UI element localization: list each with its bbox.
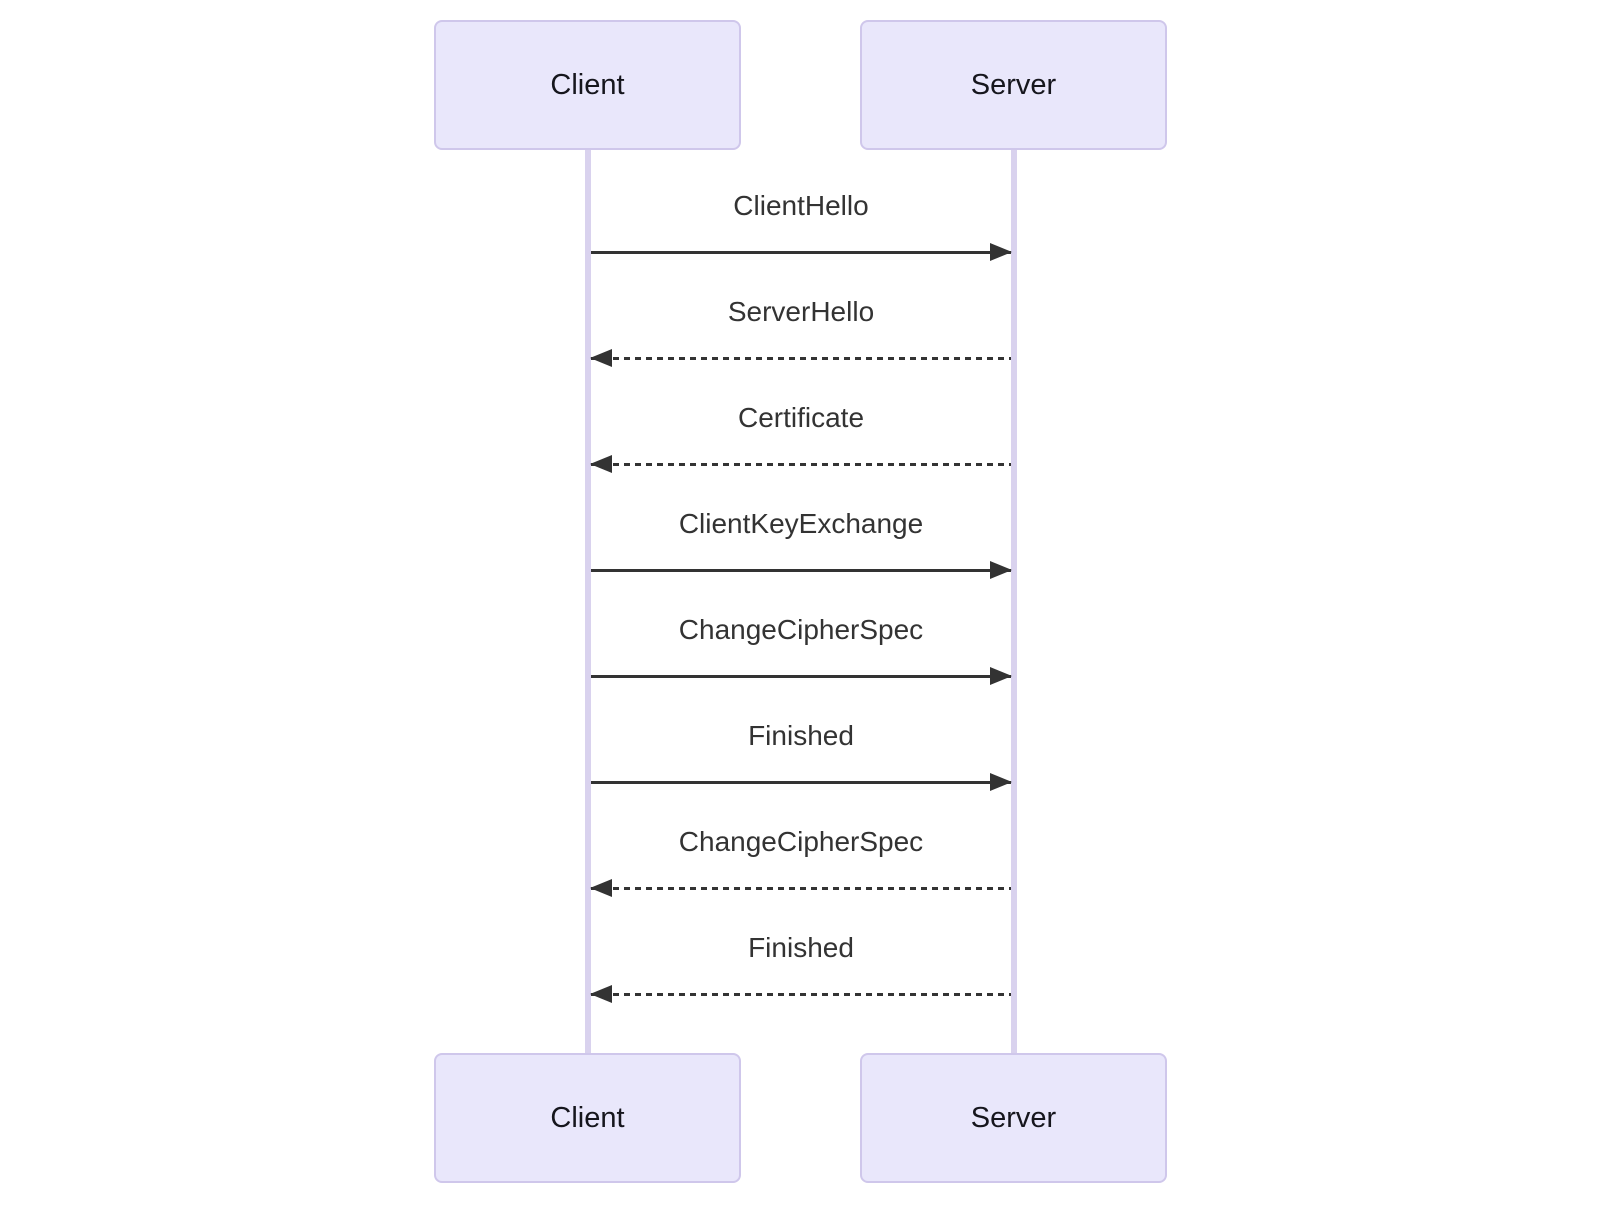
lifeline-client (585, 150, 591, 1053)
message-arrow-line (591, 463, 1011, 466)
actor-box-server-top: Server (860, 20, 1167, 150)
message-arrow-line (591, 675, 1011, 678)
message-clientkeyexchange: ClientKeyExchange (588, 504, 1014, 594)
actor-label-client: Client (550, 68, 625, 101)
message-label: ChangeCipherSpec (678, 614, 924, 645)
actor-box-client-top: Client (434, 20, 741, 150)
message-arrow-line (591, 887, 1011, 890)
message-arrow-line (591, 357, 1011, 360)
message-clienthello: ClientHello (588, 186, 1014, 276)
message-arrow-line (591, 251, 1011, 254)
message-label: Finished (748, 932, 854, 963)
message-label: ClientKeyExchange (678, 508, 924, 539)
message-serverhello: ServerHello (588, 292, 1014, 382)
message-changecipherspec-client: ChangeCipherSpec (588, 610, 1014, 700)
arrowhead-right-icon (990, 773, 1012, 791)
arrowhead-right-icon (990, 243, 1012, 261)
message-label: ChangeCipherSpec (678, 826, 924, 857)
message-label: ClientHello (733, 190, 869, 221)
arrowhead-left-icon (590, 879, 612, 897)
arrowhead-right-icon (990, 667, 1012, 685)
arrowhead-left-icon (590, 349, 612, 367)
actor-box-server-bottom: Server (860, 1053, 1167, 1183)
message-changecipherspec-server: ChangeCipherSpec (588, 822, 1014, 912)
message-certificate: Certificate (588, 398, 1014, 488)
lifeline-server (1011, 150, 1017, 1053)
actor-box-client-bottom: Client (434, 1053, 741, 1183)
message-label: Certificate (737, 402, 865, 433)
actor-label-server: Server (970, 1101, 1057, 1134)
actor-label-client: Client (550, 1101, 625, 1134)
message-finished-server: Finished (588, 928, 1014, 1018)
arrowhead-left-icon (590, 455, 612, 473)
message-arrow-line (591, 781, 1011, 784)
message-label: Finished (748, 720, 854, 751)
message-arrow-line (591, 993, 1011, 996)
message-arrow-line (591, 569, 1011, 572)
message-label: ServerHello (727, 296, 875, 327)
arrowhead-left-icon (590, 985, 612, 1003)
actor-label-server: Server (970, 68, 1057, 101)
message-finished-client: Finished (588, 716, 1014, 806)
arrowhead-right-icon (990, 561, 1012, 579)
